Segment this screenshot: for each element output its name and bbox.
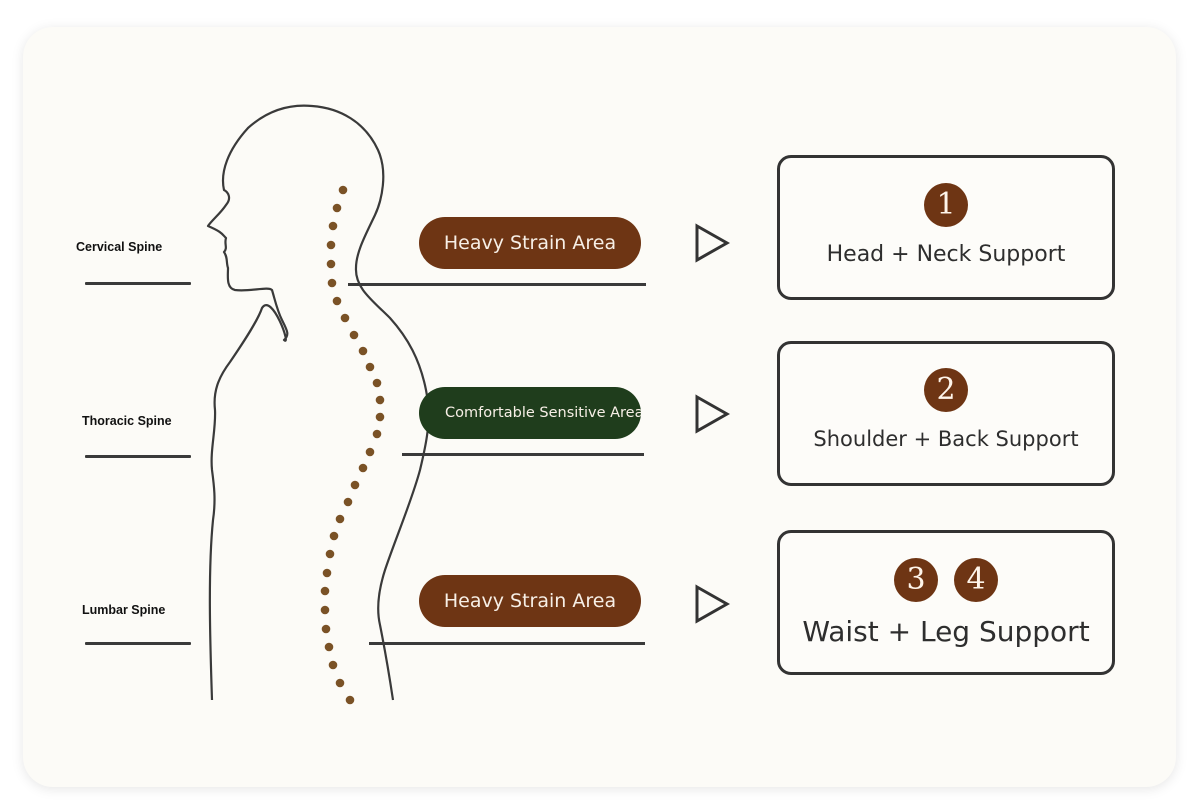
spine-dot [320,586,330,596]
area-pill-comfortable-sensitive: Comfortable Sensitive Area [419,387,641,439]
spine-dot [332,296,342,306]
spine-dot [345,695,355,705]
spine-dot [358,463,368,473]
spine-dot [326,240,336,250]
region-label-thoracic: Thoracic Spine [82,414,172,428]
support-box-head-neck: 1 Head + Neck Support [777,155,1115,300]
spine-dot [372,429,382,439]
spine-dot [322,568,332,578]
spine-dot [327,278,337,288]
spine-dot [328,660,338,670]
spine-dot [338,185,348,195]
spine-dot [328,221,338,231]
connector-line-2 [402,453,644,456]
badge-group: 2 [924,368,968,412]
spine-dot [349,330,359,340]
badge-group: 3 4 [894,558,998,602]
spine-dot [375,395,385,405]
spine-dot [358,346,368,356]
area-pill-label: Heavy Strain Area [443,590,617,612]
area-pill-label: Heavy Strain Area [443,232,617,254]
region-line-thoracic [85,455,191,458]
play-arrow-icon [695,223,730,263]
area-pill-heavy-strain-lower: Heavy Strain Area [419,575,641,627]
region-label-cervical: Cervical Spine [76,240,163,254]
spine-dot [325,549,335,559]
connector-line-1 [348,283,646,286]
support-title: Waist + Leg Support [802,615,1090,648]
number-badge: 1 [924,183,968,227]
spine-dot [350,480,360,490]
spine-dot [321,624,331,634]
support-box-waist-leg: 3 4 Waist + Leg Support [777,530,1115,675]
spine-dot [375,412,385,422]
region-line-cervical [85,282,191,285]
area-pill-label: Comfortable Sensitive Area [445,405,641,421]
play-arrow-icon [695,584,730,624]
play-arrow-icon [695,394,730,434]
support-title: Shoulder + Back Support [813,427,1079,451]
spine-dot [372,378,382,388]
spine-dot [320,605,330,615]
number-badge: 4 [954,558,998,602]
spine-dot [329,531,339,541]
region-line-lumbar [85,642,191,645]
spine-dots [320,185,385,705]
area-pill-heavy-strain-upper: Heavy Strain Area [419,217,641,269]
spine-dot [326,259,336,269]
spine-dot [335,678,345,688]
support-title: Head + Neck Support [826,242,1066,267]
spine-dot [324,642,334,652]
spine-dot [343,497,353,507]
spine-dot [365,447,375,457]
spine-dot [340,313,350,323]
spine-dot [335,514,345,524]
badge-group: 1 [924,183,968,227]
number-badge: 2 [924,368,968,412]
body-outline-front [206,104,430,701]
support-box-shoulder-back: 2 Shoulder + Back Support [777,341,1115,486]
spine-dot [332,203,342,213]
spine-dot [365,362,375,372]
region-label-lumbar: Lumbar Spine [82,603,166,617]
number-badge: 3 [894,558,938,602]
connector-line-3 [369,642,645,645]
